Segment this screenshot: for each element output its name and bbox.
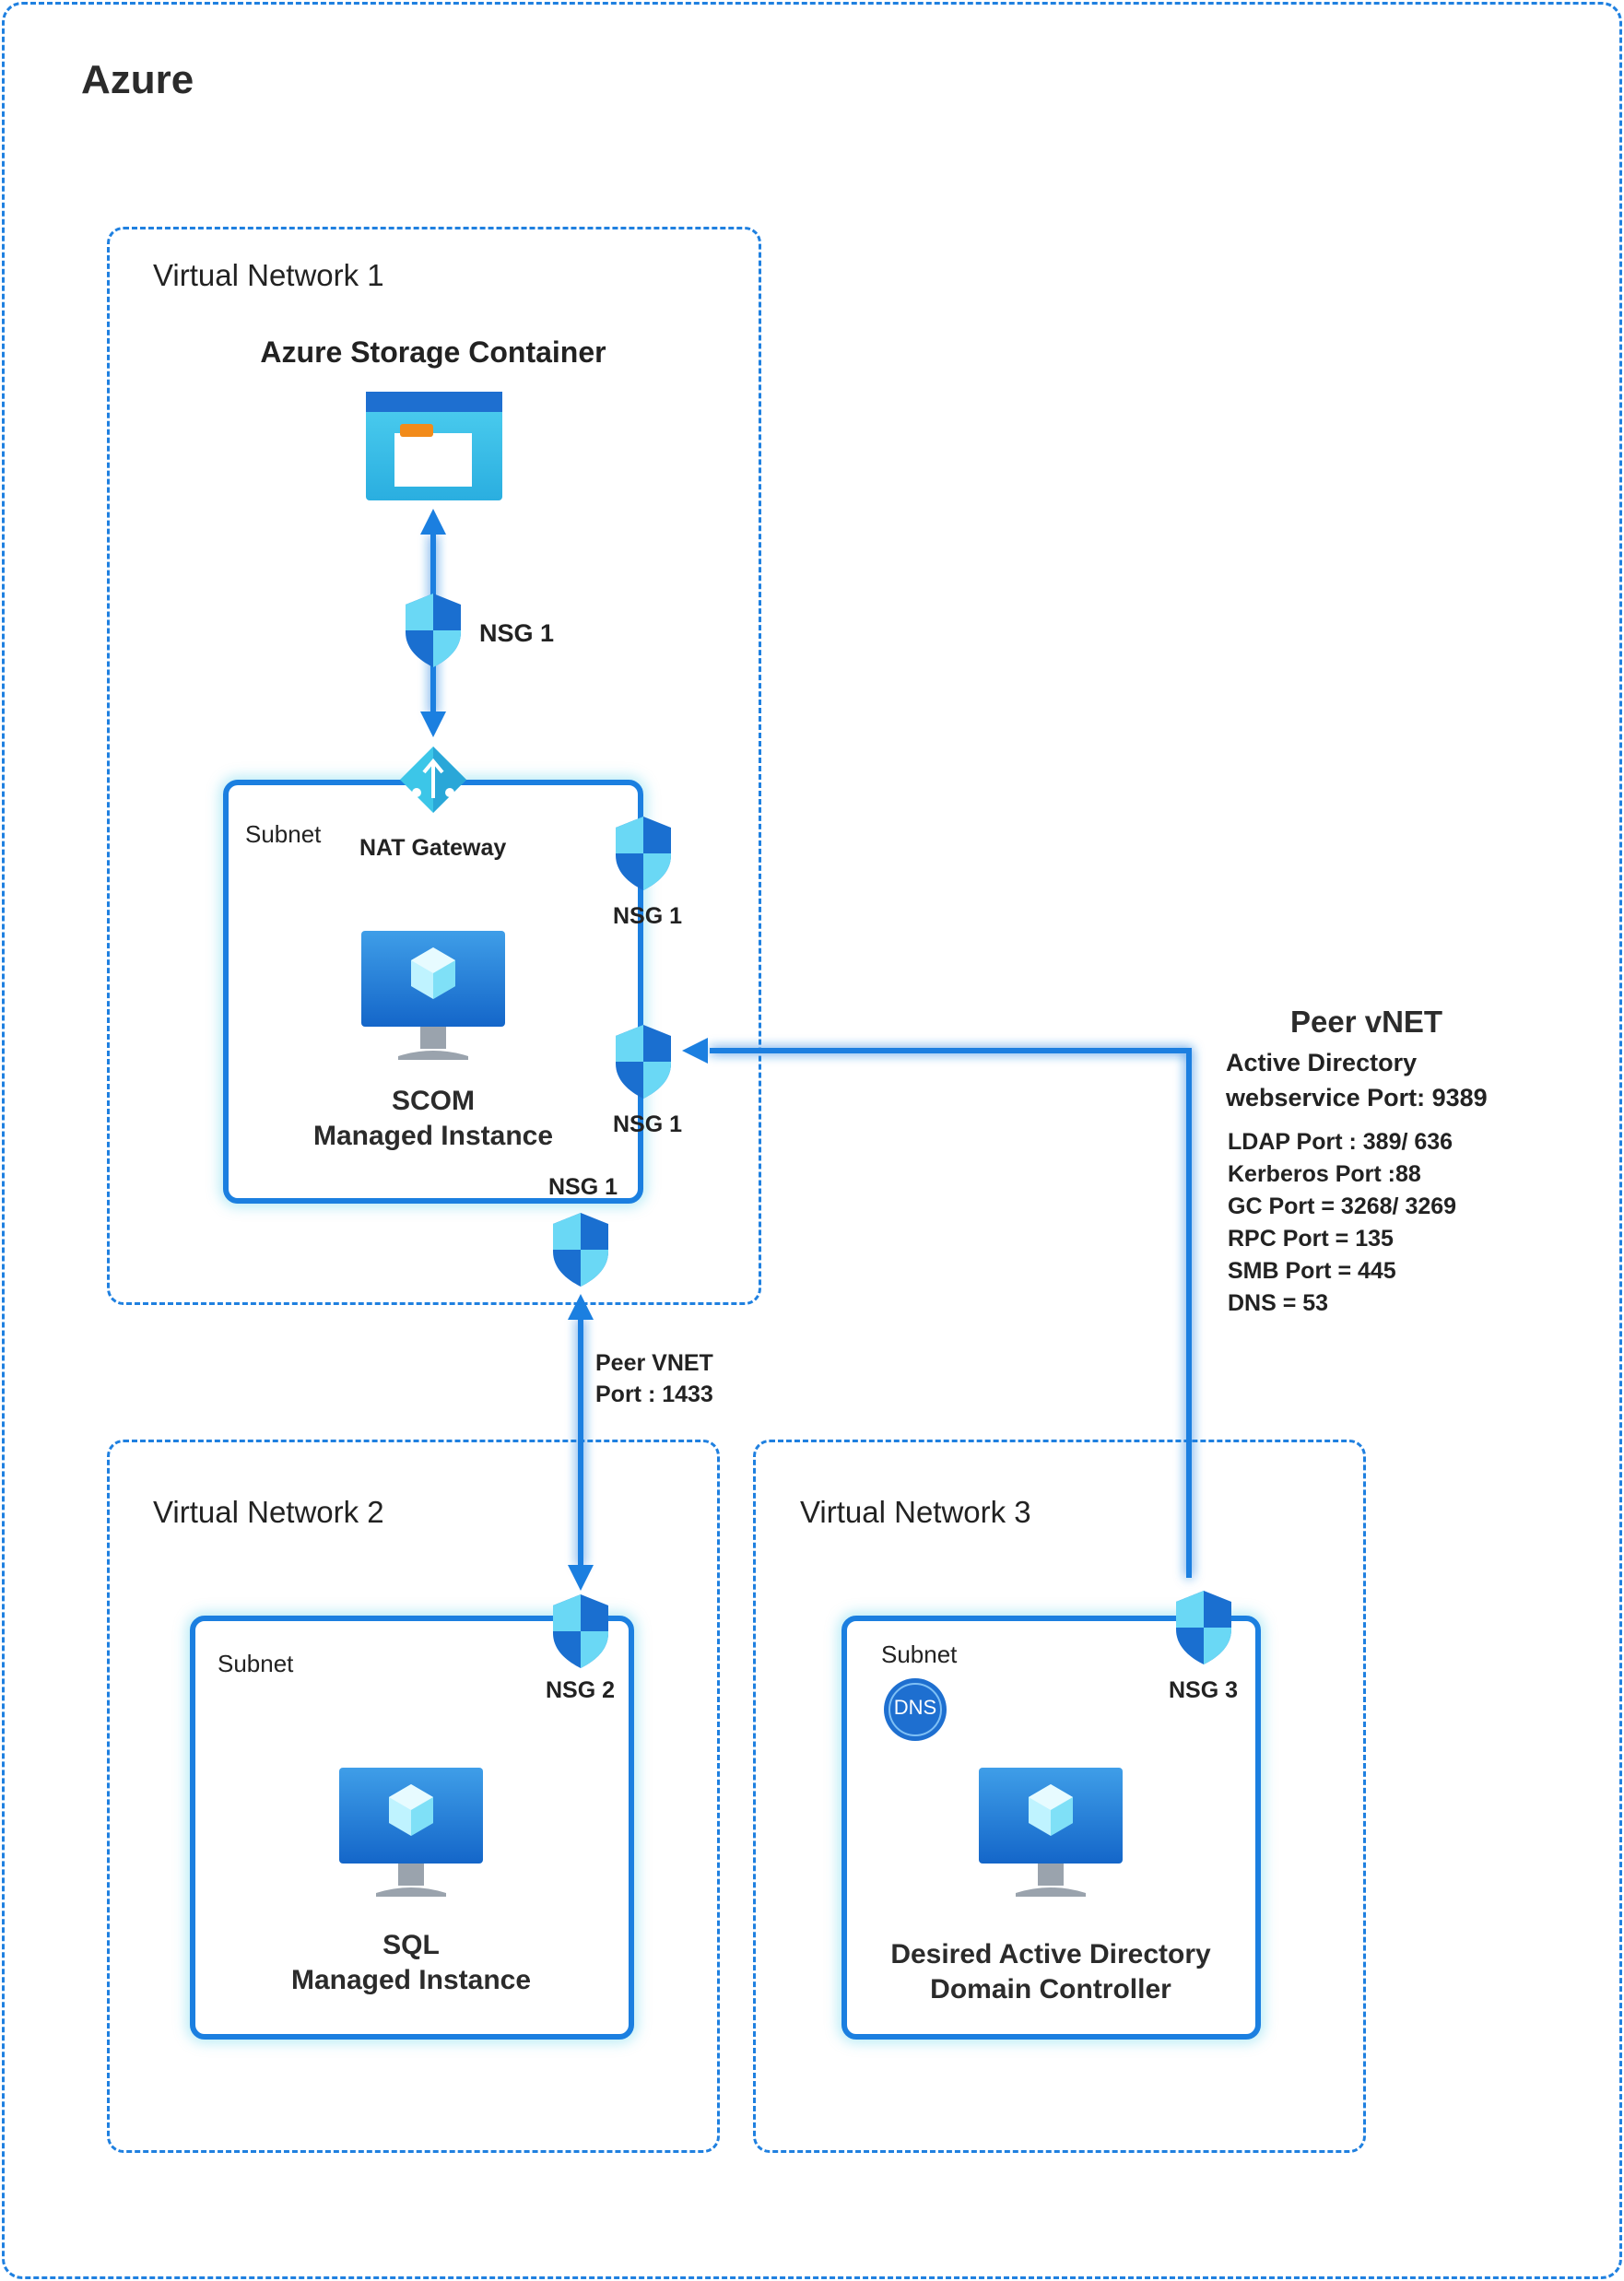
storage-container-icon <box>366 392 502 500</box>
ad-vm-label: Desired Active Directory Domain Controll… <box>866 1937 1235 2007</box>
arrowhead-nat <box>420 711 446 737</box>
shield-icon <box>616 1025 671 1099</box>
monitor-vm-icon <box>979 1768 1123 1897</box>
vnet1-subnet-label: Subnet <box>245 820 322 848</box>
peer-ad-service: Active Directory webservice Port: 9389 <box>1226 1045 1488 1115</box>
vnet2-boundary <box>107 1440 720 2153</box>
ad-line2: Domain Controller <box>930 1974 1171 2005</box>
scom-vm-label: SCOM Managed Instance <box>295 1084 571 1154</box>
shield-icon <box>553 1594 608 1668</box>
nsg-storage-label: NSG 1 <box>479 619 555 647</box>
vnet3-subnet-label: Subnet <box>881 1640 958 1668</box>
vnet2-title: Virtual Network 2 <box>153 1495 384 1529</box>
port-line: RPC Port = 135 <box>1228 1226 1394 1252</box>
connection-lines <box>430 535 1192 1578</box>
nsg3-label: NSG 3 <box>1169 1677 1239 1703</box>
shield-icon <box>616 817 671 890</box>
nsg-mid-label: NSG 1 <box>613 1111 683 1137</box>
monitor-vm-icon <box>339 1768 483 1897</box>
nsg-top-label: NSG 1 <box>613 903 683 929</box>
peer-ad-line2: webservice Port: 9389 <box>1226 1084 1488 1111</box>
vnet1-boundary <box>107 227 761 1305</box>
scom-line2: Managed Instance <box>312 1121 554 1151</box>
ad-scom-connector <box>710 1048 1192 1578</box>
arrowhead-scom-bottom <box>568 1294 594 1320</box>
vnet3-boundary <box>753 1440 1366 2153</box>
vnet1-title: Virtual Network 1 <box>153 258 384 292</box>
azure-label: Azure <box>81 57 194 102</box>
arrowhead-sql <box>568 1565 594 1591</box>
monitor-vm-icon <box>361 931 505 1060</box>
vnet3-title: Virtual Network 3 <box>800 1495 1031 1529</box>
port-line: LDAP Port : 389/ 636 <box>1228 1129 1453 1155</box>
nsg2-label: NSG 2 <box>546 1677 616 1703</box>
peer-sql-line2: Port : 1433 <box>595 1382 713 1407</box>
shield-icon <box>1176 1591 1231 1664</box>
vnet2-subnet-label: Subnet <box>218 1650 294 1677</box>
nsg-bottom-label: NSG 1 <box>548 1174 618 1200</box>
port-line: SMB Port = 445 <box>1228 1258 1396 1284</box>
nat-gateway-icon <box>400 747 466 813</box>
arrowhead-scom-side <box>682 1038 708 1064</box>
port-line: DNS = 53 <box>1228 1290 1329 1316</box>
dns-icon <box>884 1678 947 1741</box>
peer-ad-line1: Active Directory <box>1226 1049 1418 1076</box>
storage-title: Azure Storage Container <box>260 335 606 369</box>
peer-sql-label: Peer VNET Port : 1433 <box>595 1347 713 1410</box>
peer-ad-title: Peer vNET <box>1290 1005 1443 1039</box>
arrowhead-storage <box>420 509 446 535</box>
sql-line2: Managed Instance <box>290 1965 532 1995</box>
ad-line1: Desired Active Directory <box>890 1939 1211 1969</box>
sql-vm-label: SQL Managed Instance <box>273 1928 549 1998</box>
shield-icon <box>553 1213 608 1287</box>
nat-gateway-label: NAT Gateway <box>359 835 507 861</box>
port-line: GC Port = 3268/ 3269 <box>1228 1193 1457 1219</box>
dns-icon-label: DNS <box>893 1696 937 1719</box>
shield-icon <box>406 594 461 667</box>
peer-sql-line1: Peer VNET <box>595 1350 713 1376</box>
scom-line1: SCOM <box>392 1086 475 1116</box>
peer-ad-ports: LDAP Port : 389/ 636 Kerberos Port :88 G… <box>1228 1126 1456 1320</box>
sql-line1: SQL <box>382 1930 440 1960</box>
port-line: Kerberos Port :88 <box>1228 1161 1421 1187</box>
